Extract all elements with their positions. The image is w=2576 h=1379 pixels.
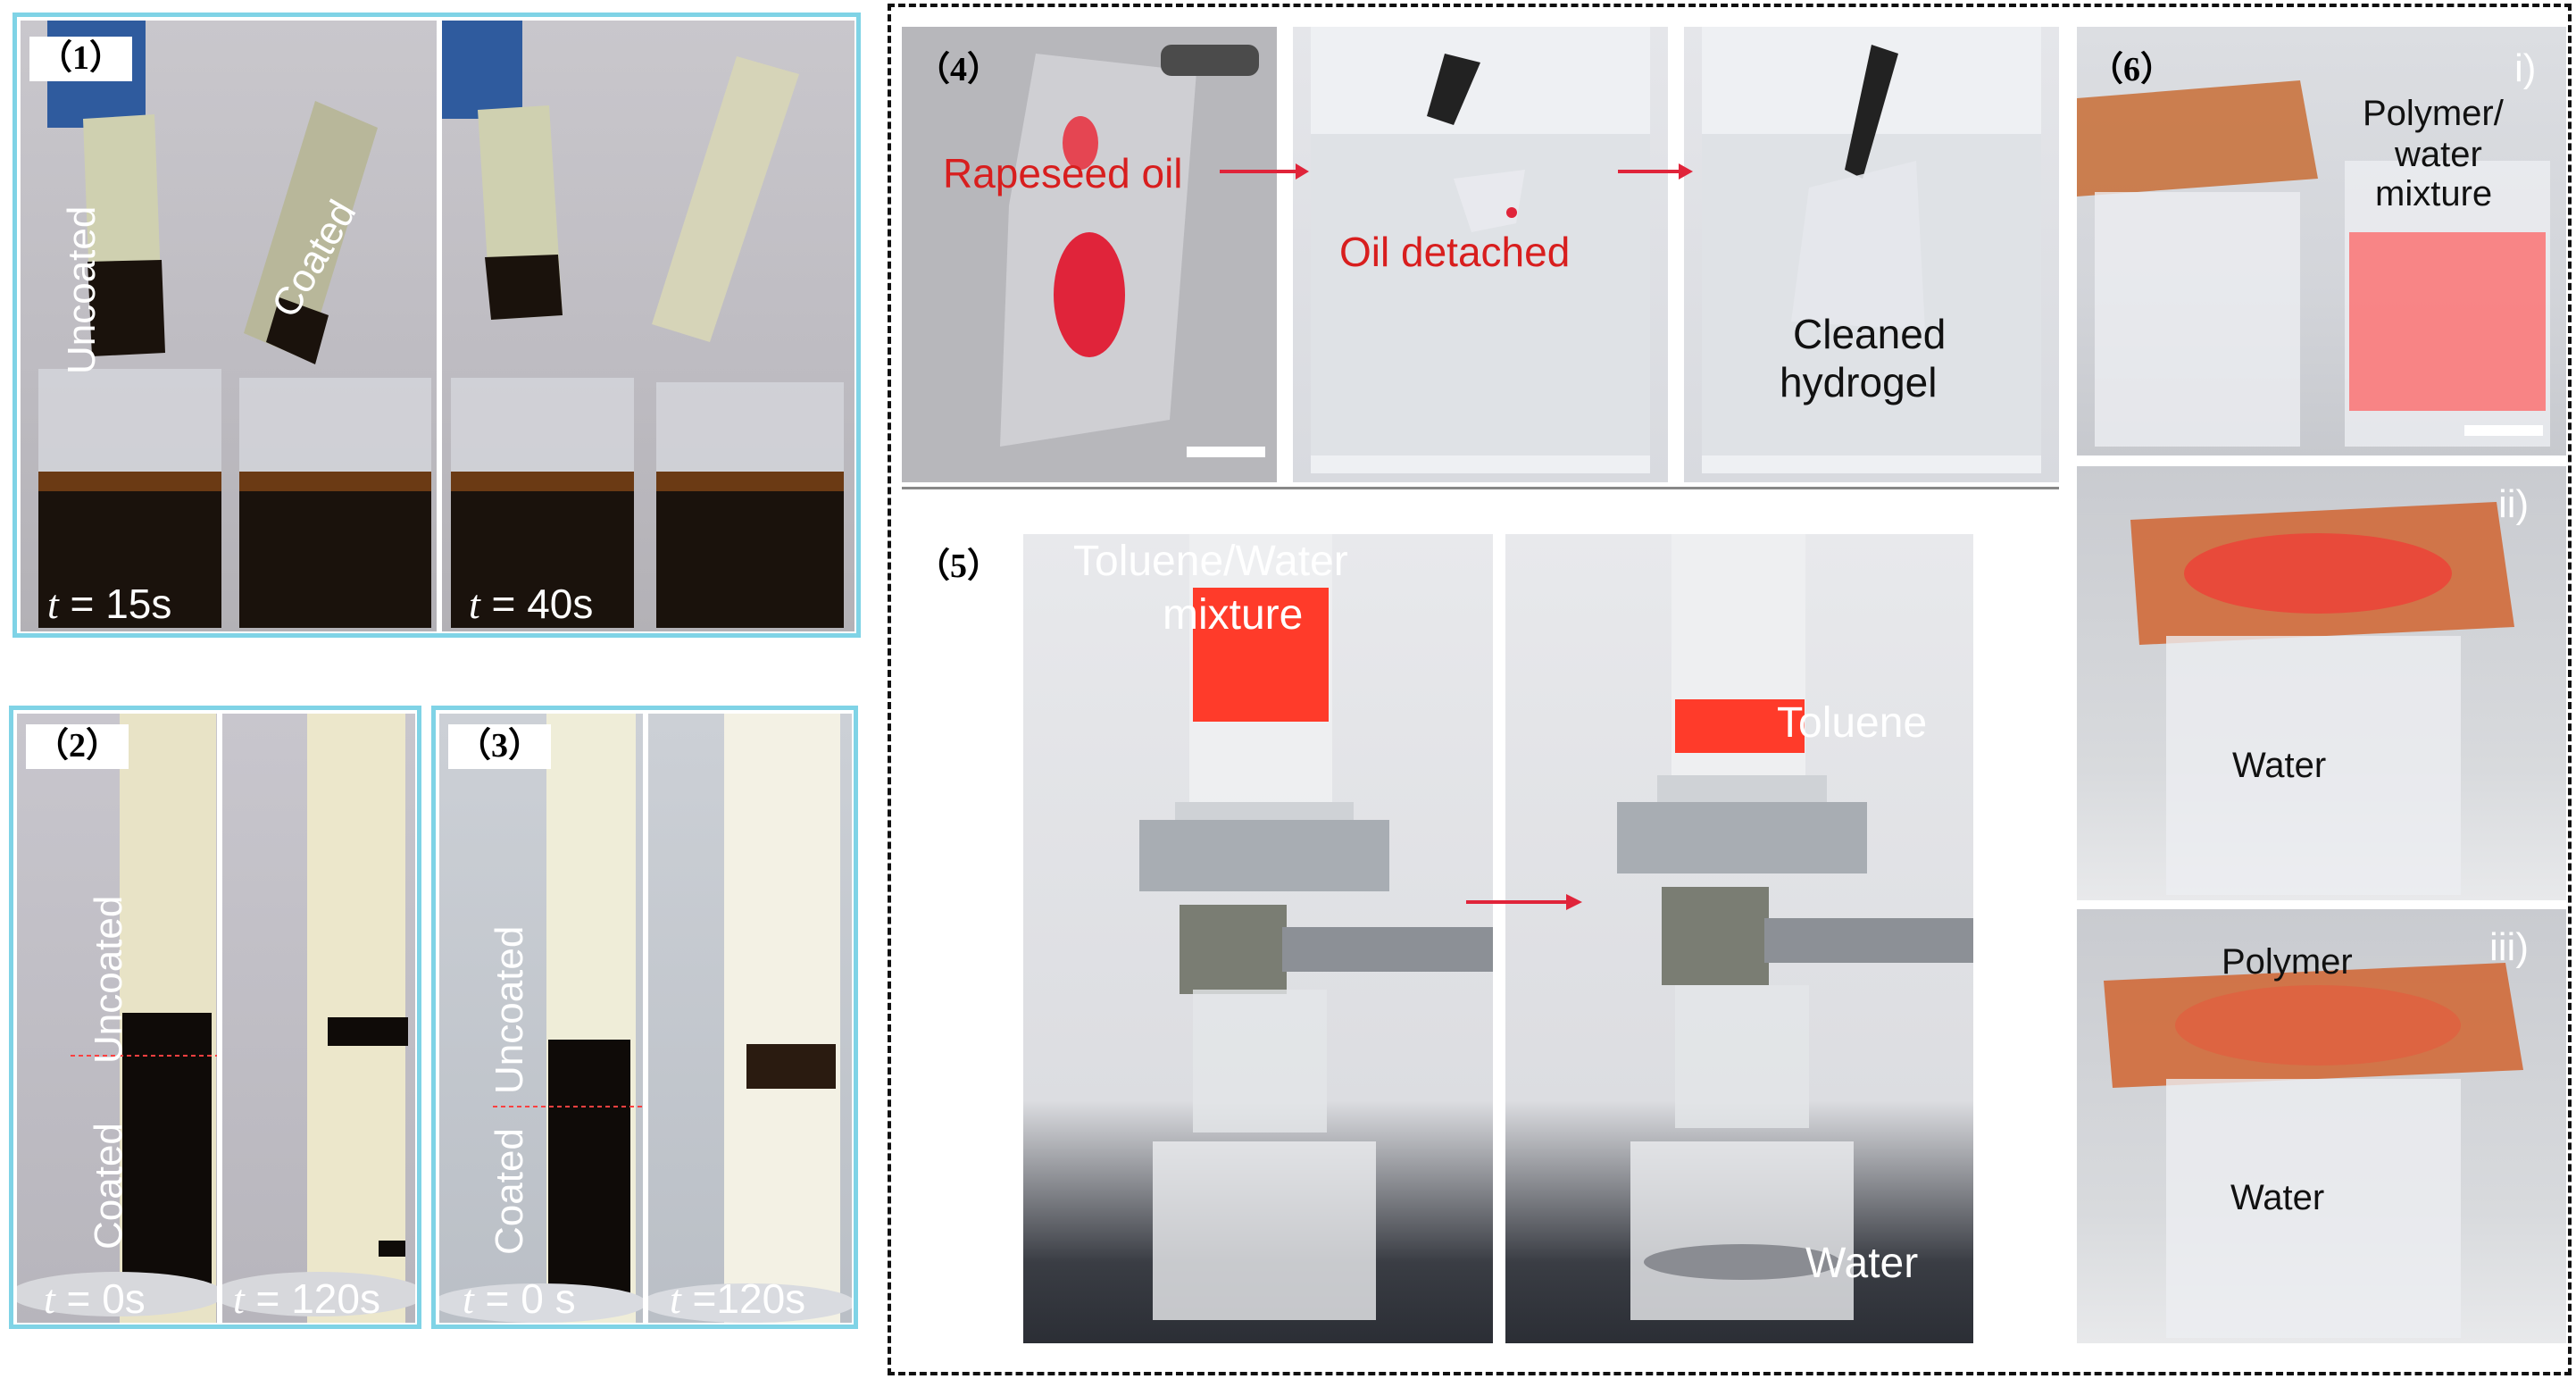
panel-4-arrow-1	[1220, 163, 1309, 180]
time-value: = 40s	[479, 581, 594, 627]
panel-3-uncoated-label: Uncoated	[488, 925, 531, 1094]
time-value: = 15s	[58, 581, 172, 627]
panel-3-frame: （3） Uncoated Coated t = 0 s t =120s	[431, 706, 858, 1329]
time-variable: t	[47, 581, 59, 627]
panel-2-photo-right-illustration	[222, 714, 415, 1323]
panel-5-label: （5）	[916, 547, 1002, 585]
panel-5-photo-right	[1505, 534, 1973, 1343]
panel-6-scale-bar	[2464, 425, 2543, 436]
panel-6-roman-ii: ii)	[2498, 482, 2530, 526]
panel-4-photo-3-illustration	[1702, 27, 2041, 473]
panel-4-arrow-2	[1618, 163, 1693, 180]
panel-3-coated-label: Coated	[488, 1128, 531, 1255]
panel-4-detached-label: Oil detached	[1339, 229, 1571, 275]
panel-6-photo-iii	[2077, 909, 2566, 1343]
panel-6-water-label-ii: Water	[2232, 746, 2327, 785]
panel-5-mixture-label-2: mixture	[1163, 591, 1304, 639]
panel-2-photo-left-illustration	[17, 714, 217, 1323]
panel-6-mix-label-3: mixture	[2375, 174, 2493, 213]
panel-4-photo-3	[1684, 27, 2059, 482]
time-value: =120s	[680, 1275, 806, 1322]
time-variable: t	[670, 1276, 681, 1322]
time-variable: t	[469, 581, 480, 627]
panel-4-separator	[902, 487, 2059, 489]
panel-2-label: （2）	[26, 724, 129, 769]
panel-3-label: （3）	[448, 724, 552, 769]
panel-3-photo-right	[648, 714, 852, 1323]
panel-5-water-label: Water	[1805, 1240, 1919, 1287]
panel-6-photo-i-illustration	[2077, 80, 2550, 447]
panel-4-label: （4）	[916, 51, 1002, 88]
panel-1-time-a: t = 15s	[47, 580, 171, 628]
panel-2-photo-right	[222, 714, 415, 1323]
time-variable: t	[233, 1276, 245, 1322]
panel-2-photo-left	[17, 714, 217, 1323]
panel-5-photo-left	[1023, 534, 1493, 1343]
panel-6-roman-i: i)	[2514, 46, 2537, 90]
panel-5-photo-left-illustration	[1139, 534, 1493, 1320]
panel-2-frame: （2） Uncoated Coated t = 0s t = 120s	[9, 706, 421, 1329]
panel-4-photo-2	[1293, 27, 1668, 482]
panel-1-photo-right-illustration	[442, 21, 844, 628]
panel-4-photo-1	[902, 27, 1277, 482]
panel-1-time-b: t = 40s	[469, 580, 593, 628]
time-value: = 0 s	[473, 1275, 576, 1322]
panel-6-mix-label-1: Polymer/	[2363, 94, 2504, 133]
panel-2-time-b: t = 120s	[233, 1275, 380, 1323]
panel-3-photo-left	[439, 714, 643, 1323]
time-value: = 120s	[244, 1275, 380, 1322]
panel-6-photo-i	[2077, 27, 2566, 455]
panel-6-photo-ii-illustration	[2130, 502, 2514, 895]
panel-6-polymer-label: Polymer	[2222, 942, 2353, 982]
panel-1-uncoated-label: Uncoated	[60, 205, 104, 374]
panel-4-scale-bar	[1187, 447, 1265, 457]
panel-5-photo-right-illustration	[1617, 534, 1973, 1320]
panel-3-time-a: t = 0 s	[463, 1275, 576, 1323]
panel-6-mix-label-2: water	[2395, 135, 2482, 174]
time-variable: t	[463, 1276, 474, 1322]
panel-2-time-a: t = 0s	[44, 1275, 146, 1323]
panel-6-water-label-iii: Water	[2230, 1178, 2325, 1217]
panel-3-photo-right-illustration	[648, 714, 852, 1323]
panel-6-photo-iii-illustration	[2104, 963, 2523, 1338]
panel-5-mixture-label-1: Toluene/Water	[1073, 538, 1348, 585]
panel-1-label: （1）	[29, 37, 133, 81]
panel-4-cleaned-label-1: Cleaned	[1793, 311, 1947, 357]
panel-4-photo-2-illustration	[1311, 27, 1650, 473]
time-variable: t	[44, 1276, 55, 1322]
panel-6-photo-ii	[2077, 466, 2566, 900]
panel-6-roman-iii: iii)	[2489, 925, 2529, 969]
panel-3-time-b: t =120s	[670, 1275, 805, 1323]
panel-4-oil-label: Rapeseed oil	[943, 150, 1183, 196]
panel-5-arrow	[1466, 894, 1582, 910]
dashed-container	[888, 4, 2572, 1375]
time-value: = 0s	[54, 1275, 146, 1322]
panel-3-photo-left-illustration	[439, 714, 643, 1323]
panel-1-photo-left	[21, 21, 437, 631]
panel-2-coated-label: Coated	[87, 1123, 130, 1249]
panel-4-photo-1-illustration	[1000, 45, 1259, 447]
panel-6-label: （6）	[2089, 51, 2175, 88]
panel-5-toluene-label: Toluene	[1777, 699, 1928, 747]
panel-1-photo-right	[442, 21, 854, 631]
panel-4-cleaned-label-2: hydrogel	[1780, 359, 1938, 405]
panel-2-uncoated-label: Uncoated	[87, 895, 130, 1064]
panel-1-frame: （1） Uncoated Coated t = 15s t = 40s	[13, 13, 861, 638]
